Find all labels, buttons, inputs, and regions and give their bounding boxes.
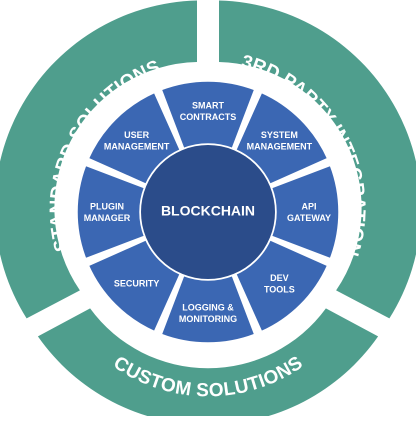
center-label: BLOCKCHAIN — [161, 203, 255, 219]
ring-label-line: SMART — [192, 101, 224, 111]
ring-label-security: SECURITY — [114, 279, 160, 289]
ring-label-line: DEV — [270, 273, 289, 283]
ring-label-line: MANAGER — [84, 213, 131, 223]
ring-label-line: CONTRACTS — [180, 112, 237, 122]
ring-label-line: PLUGIN — [90, 202, 124, 212]
ring-segment-user-management — [87, 91, 181, 185]
ring-label-line: LOGGING & — [182, 303, 234, 313]
ring-label-user-management: USER MANAGEMENT — [104, 130, 170, 152]
band-custom-solutions — [37, 308, 379, 421]
ring-segment-plugin-manager — [76, 164, 146, 260]
center-circle — [141, 145, 275, 279]
ring-label-logging-monitoring: LOGGING &MONITORING — [179, 303, 237, 325]
ring-segment-smart-contracts — [160, 80, 256, 150]
ring-segments — [76, 80, 340, 344]
ring-segment-api-gateway — [270, 164, 340, 260]
band-standard-solutions — [0, 0, 197, 319]
ring-label-line: GATEWAY — [287, 213, 331, 223]
ring-label-system-management: SYSTEM MANAGEMENT — [247, 130, 313, 152]
ring-label-line: MONITORING — [179, 314, 237, 324]
ring-segment-dev-tools — [235, 239, 329, 333]
ring-label-line: TOOLS — [264, 284, 295, 294]
ring-label-line: MANAGEMENT — [247, 142, 313, 152]
ring-label-line: API — [301, 202, 316, 212]
ring-label-line: USER — [124, 130, 150, 140]
ring-label-line: MANAGEMENT — [104, 142, 170, 152]
ring-label-line: SYSTEM — [261, 130, 298, 140]
ring-segment-system-management — [235, 91, 329, 185]
ring-label-line: SECURITY — [114, 279, 160, 289]
ring-segment-logging-monitoring — [160, 274, 256, 344]
ring-segment-security — [87, 239, 181, 333]
band-3rd-party-integration — [219, 0, 416, 319]
